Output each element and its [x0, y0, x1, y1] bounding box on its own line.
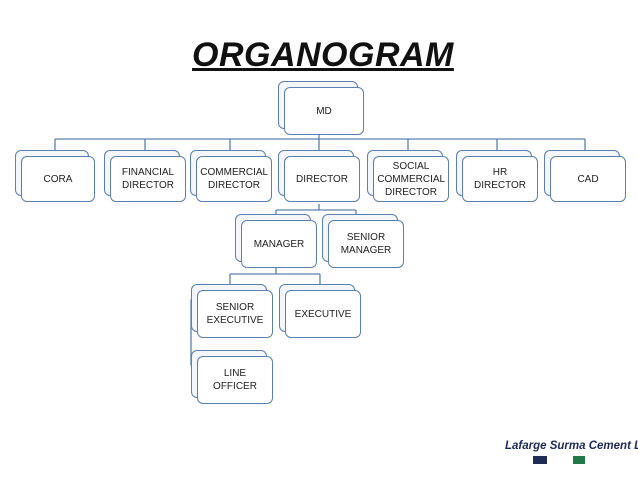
node-financial-director-label: FINANCIAL DIRECTOR	[110, 156, 186, 202]
node-director: DIRECTOR	[278, 150, 360, 202]
node-social-commercial-director: SOCIAL COMMERCIAL DIRECTOR	[367, 150, 449, 202]
node-executive-label: EXECUTIVE	[285, 290, 361, 338]
node-commercial-director-label: COMMERCIAL DIRECTOR	[196, 156, 272, 202]
node-senior-manager-label: SENIOR MANAGER	[328, 220, 404, 268]
node-executive: EXECUTIVE	[279, 284, 361, 338]
node-social-commercial-director-label: SOCIAL COMMERCIAL DIRECTOR	[373, 156, 449, 202]
node-director-label: DIRECTOR	[284, 156, 360, 202]
node-manager-label: MANAGER	[241, 220, 317, 268]
node-cad: CAD	[544, 150, 626, 202]
node-line-officer-label: LINE OFFICER	[197, 356, 273, 404]
node-manager: MANAGER	[235, 214, 317, 268]
node-cora: CORA	[15, 150, 95, 202]
page-title: ORGANOGRAM	[192, 36, 454, 74]
node-cora-label: CORA	[21, 156, 95, 202]
node-md-label: MD	[284, 87, 364, 135]
node-senior-executive-label: SENIOR EXECUTIVE	[197, 290, 273, 338]
node-hr-director-label: HR DIRECTOR	[462, 156, 538, 202]
company-logo-mark-secondary	[573, 456, 585, 464]
company-logo-text: Lafarge Surma Cement Ltd.	[505, 440, 638, 452]
node-financial-director: FINANCIAL DIRECTOR	[104, 150, 186, 202]
company-logo: Lafarge Surma Cement Ltd.	[505, 440, 638, 474]
node-cad-label: CAD	[550, 156, 626, 202]
node-senior-executive: SENIOR EXECUTIVE	[191, 284, 273, 338]
node-line-officer: LINE OFFICER	[191, 350, 273, 404]
node-md: MD	[278, 81, 364, 135]
node-hr-director: HR DIRECTOR	[456, 150, 538, 202]
node-commercial-director: COMMERCIAL DIRECTOR	[190, 150, 272, 202]
node-senior-manager: SENIOR MANAGER	[322, 214, 404, 268]
company-logo-mark	[533, 456, 547, 464]
